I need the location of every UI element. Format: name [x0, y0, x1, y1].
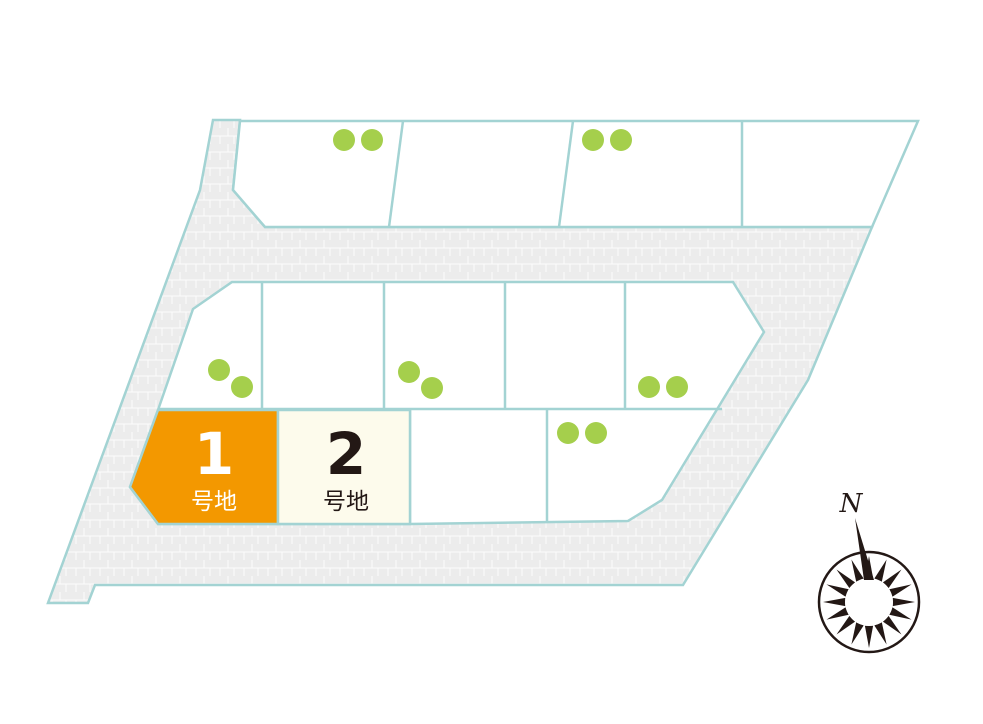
tree-icon — [557, 422, 579, 444]
tree-icon — [361, 129, 383, 151]
tree-icon — [398, 361, 420, 383]
tree-icon — [585, 422, 607, 444]
compass-spike — [882, 569, 902, 589]
tree-icon — [666, 376, 688, 398]
trees — [208, 129, 688, 444]
compass-spike — [892, 597, 915, 607]
compass-spike — [889, 607, 912, 620]
lot-2[interactable]: 2 号地 — [276, 408, 412, 526]
tree-icon — [231, 376, 253, 398]
compass-spike — [836, 569, 856, 589]
lot-1[interactable]: 1 号地 — [128, 408, 280, 526]
tree-icon — [421, 377, 443, 399]
tree-icon — [610, 129, 632, 151]
compass-spike — [864, 625, 874, 648]
lot-2-suffix: 号地 — [323, 489, 369, 515]
lot-2-number: 2 — [326, 420, 366, 488]
compass-spike — [826, 584, 849, 597]
tree-icon — [333, 129, 355, 151]
compass-spike — [889, 584, 912, 597]
compass-spike — [874, 622, 887, 645]
compass-spike — [826, 607, 849, 620]
tree-icon — [582, 129, 604, 151]
tree-icon — [638, 376, 660, 398]
lot-1-suffix: 号地 — [191, 489, 237, 515]
lot-1-number: 1 — [194, 420, 234, 488]
compass-spike — [882, 615, 902, 635]
tree-icon — [208, 359, 230, 381]
compass-spike — [823, 597, 846, 607]
compass-spike — [851, 622, 864, 645]
compass-spike — [851, 559, 864, 582]
top-lot-row — [231, 119, 920, 229]
compass-spike — [836, 615, 856, 635]
compass-spike — [874, 559, 887, 582]
compass-north-label: N — [839, 489, 864, 519]
compass-icon: N — [817, 489, 921, 654]
